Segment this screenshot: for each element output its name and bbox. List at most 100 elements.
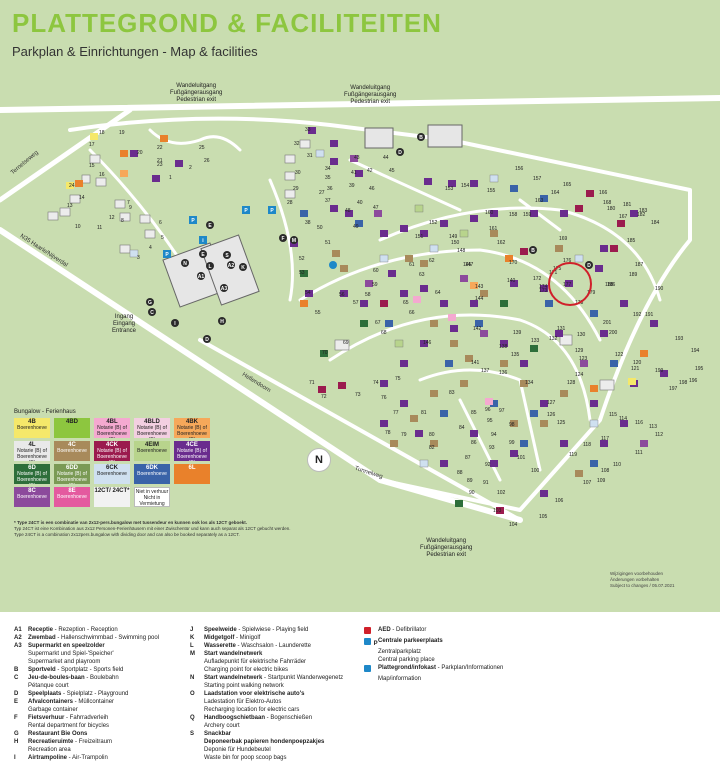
changes-note: Wijzigingen voorbehouden Änderungen vorb… (610, 571, 675, 588)
plot-number: 134 (525, 380, 534, 386)
facility-key-text: Start wandelnetwerk (204, 651, 263, 657)
park-ring-road (68, 116, 692, 512)
plot-number: 45 (389, 168, 395, 174)
facility-key-text: Central parking place (378, 657, 435, 663)
plot-number: 100 (531, 468, 540, 474)
plot-number: 108 (601, 468, 610, 474)
plot-number: 182 (637, 212, 646, 218)
facility-key-text: Laadstation voor elektrische auto's (204, 691, 305, 697)
plot-number: 3 (137, 255, 140, 261)
bungalow-plots (66, 127, 668, 514)
plot-number: 13 (67, 203, 73, 209)
plot-number: 103 (493, 508, 502, 514)
facility-key-text: Zwembad - Hallenschwimmbad - Swimming po… (28, 635, 160, 641)
plot-number: 113 (649, 424, 657, 430)
plot-number: 85 (471, 410, 477, 416)
legend-tile-code: 6L (188, 465, 196, 471)
facility-key-code: F (14, 715, 18, 721)
plot-number: 48 (345, 208, 351, 214)
plot-number: 153 (445, 186, 454, 192)
svg-text:F: F (281, 236, 284, 242)
plot-number: 69 (343, 340, 349, 346)
plot-number: 59 (372, 282, 378, 288)
facility-key-item: Supermarket and playroom (14, 658, 184, 666)
svg-text:G: G (148, 300, 152, 306)
plot-number: 57 (353, 300, 359, 306)
plot-number: 42 (367, 168, 373, 174)
central-facilities (162, 124, 463, 308)
plot-number: 29 (293, 186, 299, 192)
svg-text:D: D (398, 150, 402, 156)
plot-number: 52 (299, 256, 305, 262)
plot-number: 124 (575, 372, 584, 378)
plot-number: 141 (471, 360, 480, 366)
plot-number: 180 (607, 206, 616, 212)
facility-key-text: Garbage container (28, 707, 78, 713)
facility-key-code: L (190, 643, 194, 649)
facility-key-text: Receptie - Rezeption - Reception (28, 627, 118, 633)
svg-text:B: B (531, 248, 535, 254)
plot-number: 5 (161, 235, 164, 241)
plot-number: 60 (373, 268, 379, 274)
svg-text:H: H (220, 319, 224, 325)
plot-number: 70 (322, 350, 328, 356)
legend-tile-subtitle: Notarie (B) of Boerenhoeve (B) (57, 471, 87, 484)
plot-number: 122 (615, 352, 624, 358)
plot-number: 37 (325, 198, 331, 204)
plot-number: 9 (129, 205, 132, 211)
plot-number: 196 (689, 378, 698, 384)
plot-number: 160 (485, 210, 494, 216)
legend-tile-subtitle: Notarie (B) of Boerenhoeve (B) (97, 448, 127, 461)
plot-number: 185 (627, 238, 636, 244)
plot-number: 88 (457, 470, 463, 476)
plot-number: 38 (305, 220, 311, 226)
plot-number: 31 (307, 153, 313, 159)
svg-text:K: K (241, 265, 245, 271)
plot-number: 133 (531, 338, 540, 344)
plot-number: 4 (149, 245, 152, 251)
svg-text:A3: A3 (221, 286, 228, 292)
plot-number: 82 (429, 445, 435, 451)
legend-tile-subtitle: Niet in verhuur Nicht in Vermietung Not … (135, 489, 169, 507)
legend-tile: 12CT/ 24CT* (94, 487, 130, 507)
plot-number: 78 (385, 430, 391, 436)
legend-tile-code: 6D (28, 465, 36, 471)
facility-key-text: Snackbar (204, 731, 232, 737)
internal-road-7 (88, 148, 182, 262)
plot-number: 99 (509, 440, 515, 446)
plot-number: 190 (655, 286, 664, 292)
plot-number: 143 (475, 284, 484, 290)
plot-number: 90 (469, 490, 475, 496)
internal-road-5 (458, 398, 502, 482)
aed-icon (364, 627, 371, 634)
plot-number: 187 (635, 262, 644, 268)
facility-key-item: Charging point for electric bikes (190, 666, 360, 674)
facility-key-text: Restaurant Bie Oons (28, 731, 88, 737)
facility-key-code: S (190, 731, 195, 737)
plot-number: 22 (157, 145, 163, 151)
plot-number: 101 (517, 455, 526, 461)
facility-key-item: Archery court (190, 722, 360, 730)
legend-title: Bungalow - Ferienhaus (14, 409, 76, 415)
plot-number: 179 (587, 290, 596, 296)
plot-number: 24 (69, 183, 75, 189)
plot-number: 151 (415, 234, 424, 240)
plot-number: 46 (369, 186, 375, 192)
plot-number: 174 (539, 284, 548, 290)
facility-key-text: Handboogschietbaan - Bogenschießen (204, 715, 313, 721)
facility-key-item: S Snackbar (190, 730, 360, 738)
legend-tile-code: 6CK (105, 465, 118, 471)
main-road-top (0, 95, 720, 113)
plot-number: 137 (481, 368, 490, 374)
legend-tile-subtitle: Notarie (B) of Boerenhoeve (B) (17, 448, 47, 461)
